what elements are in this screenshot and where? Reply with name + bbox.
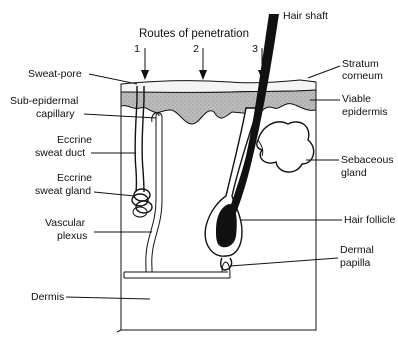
label-vascular-plexus-2: plexus <box>57 230 87 242</box>
label-sebaceous-gland-1: Sebaceous <box>341 154 394 166</box>
label-eccrine-gland-1: Eccrine <box>57 172 92 184</box>
label-stratum-corneum-1: Stratum <box>342 58 379 70</box>
label-dermal-papilla-2: papilla <box>340 257 371 269</box>
label-subepidermal-capillary-1: Sub-epidermal <box>10 95 78 107</box>
viable-epidermis-layer <box>121 90 316 124</box>
eccrine-sweat-gland <box>132 189 152 217</box>
label-eccrine-gland-2: sweat gland <box>35 185 91 197</box>
label-hair-follicle: Hair follicle <box>344 214 396 226</box>
label-sebaceous-gland-2: gland <box>341 167 367 179</box>
label-dermis: Dermis <box>31 291 64 303</box>
dermal-papilla <box>221 258 232 270</box>
label-eccrine-duct-2: sweat duct <box>35 147 85 159</box>
route-number-1: 1 <box>134 43 140 55</box>
route-2: 2 <box>193 43 207 80</box>
route-number-3: 3 <box>252 43 258 55</box>
label-sweat-pore: Sweat-pore <box>28 68 82 80</box>
routes-title: Routes of penetration <box>139 28 249 40</box>
label-dermal-papilla-1: Dermal <box>340 244 374 256</box>
route-number-2: 2 <box>193 43 199 55</box>
label-eccrine-duct-1: Eccrine <box>57 134 92 146</box>
hair-follicle <box>205 108 258 256</box>
sebaceous-gland <box>257 122 314 172</box>
label-hair-shaft: Hair shaft <box>283 10 328 22</box>
label-vascular-plexus-1: Vascular <box>45 217 86 229</box>
route-1: 1 <box>134 43 149 80</box>
label-subepidermal-capillary-2: capillary <box>36 108 75 120</box>
label-viable-epidermis-1: Viable <box>342 93 371 105</box>
label-viable-epidermis-2: epidermis <box>342 106 388 118</box>
label-stratum-corneum-2: corneum <box>342 70 383 82</box>
subepidermal-capillary <box>152 113 162 126</box>
